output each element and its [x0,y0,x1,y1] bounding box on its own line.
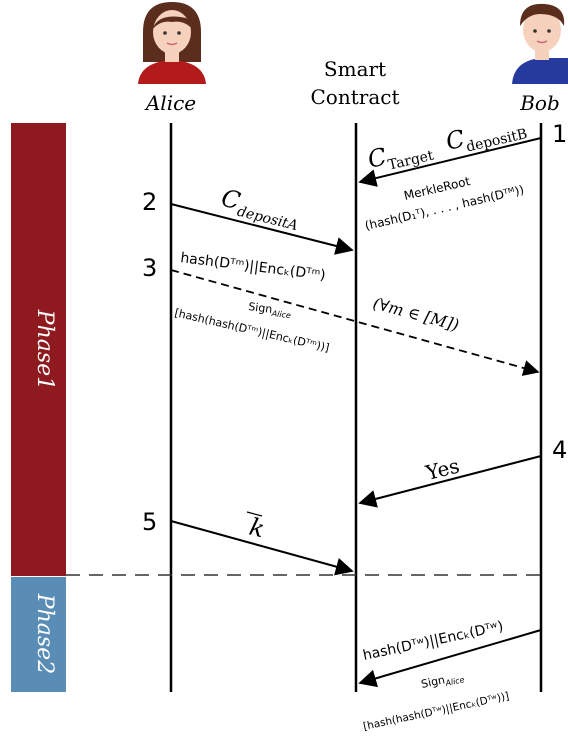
alice-name: Alice [144,91,196,115]
svg-text:hash(Dᵀʷ)||Encₖ(Dᵀʷ): hash(Dᵀʷ)||Encₖ(Dᵀʷ) [362,619,505,664]
svg-text:SignAlice: SignAlice [420,669,465,693]
alice-avatar [138,2,206,84]
message-6-sign-body: [hash(hash(Dᵀʷ)||Encₖ(Dᵀʷ))] [362,690,510,733]
contract-name-line1: Smart [324,57,386,81]
svg-text:k: k [247,513,268,544]
message-5-overline [246,511,263,517]
message-4-arrow [358,455,542,508]
phase2-label: Phase2 [32,593,57,674]
message-6-sign: SignAlice [420,669,465,693]
step-2-number: 2 [142,188,157,216]
message-1-label: CTarget CdepositB [365,110,529,179]
message-3-arrow [170,269,540,376]
bob-avatar [512,3,568,84]
phase1-bar [11,123,66,576]
svg-text:[hash(hash(Dᵀʷ)||Encₖ(Dᵀʷ))]: [hash(hash(Dᵀʷ)||Encₖ(Dᵀʷ))] [362,690,510,733]
phase1-label: Phase1 [32,309,57,390]
svg-text:Yes: Yes [422,453,461,485]
step-3-number: 3 [142,254,157,282]
svg-text:CTarget CdepositB: CTarget CdepositB [365,110,529,179]
message-5-label: k [247,513,268,544]
message-2-arrow [170,203,354,255]
message-6-arrow [358,629,542,688]
contract-name-line2: Contract [311,85,400,109]
step-1-number: 1 [552,120,567,148]
message-5-arrow [170,520,354,576]
message-1-arrow [358,137,542,187]
message-4-label: Yes [422,453,461,485]
bob-name: Bob [519,91,560,115]
svg-text:SignAlice: SignAlice [247,300,292,320]
phase2-bar [11,577,66,692]
step-4-number: 4 [552,436,567,464]
message-3-sign: SignAlice [247,300,292,320]
step-5-number: 5 [142,508,157,536]
message-6-data: hash(Dᵀʷ)||Encₖ(Dᵀʷ) [362,619,505,664]
